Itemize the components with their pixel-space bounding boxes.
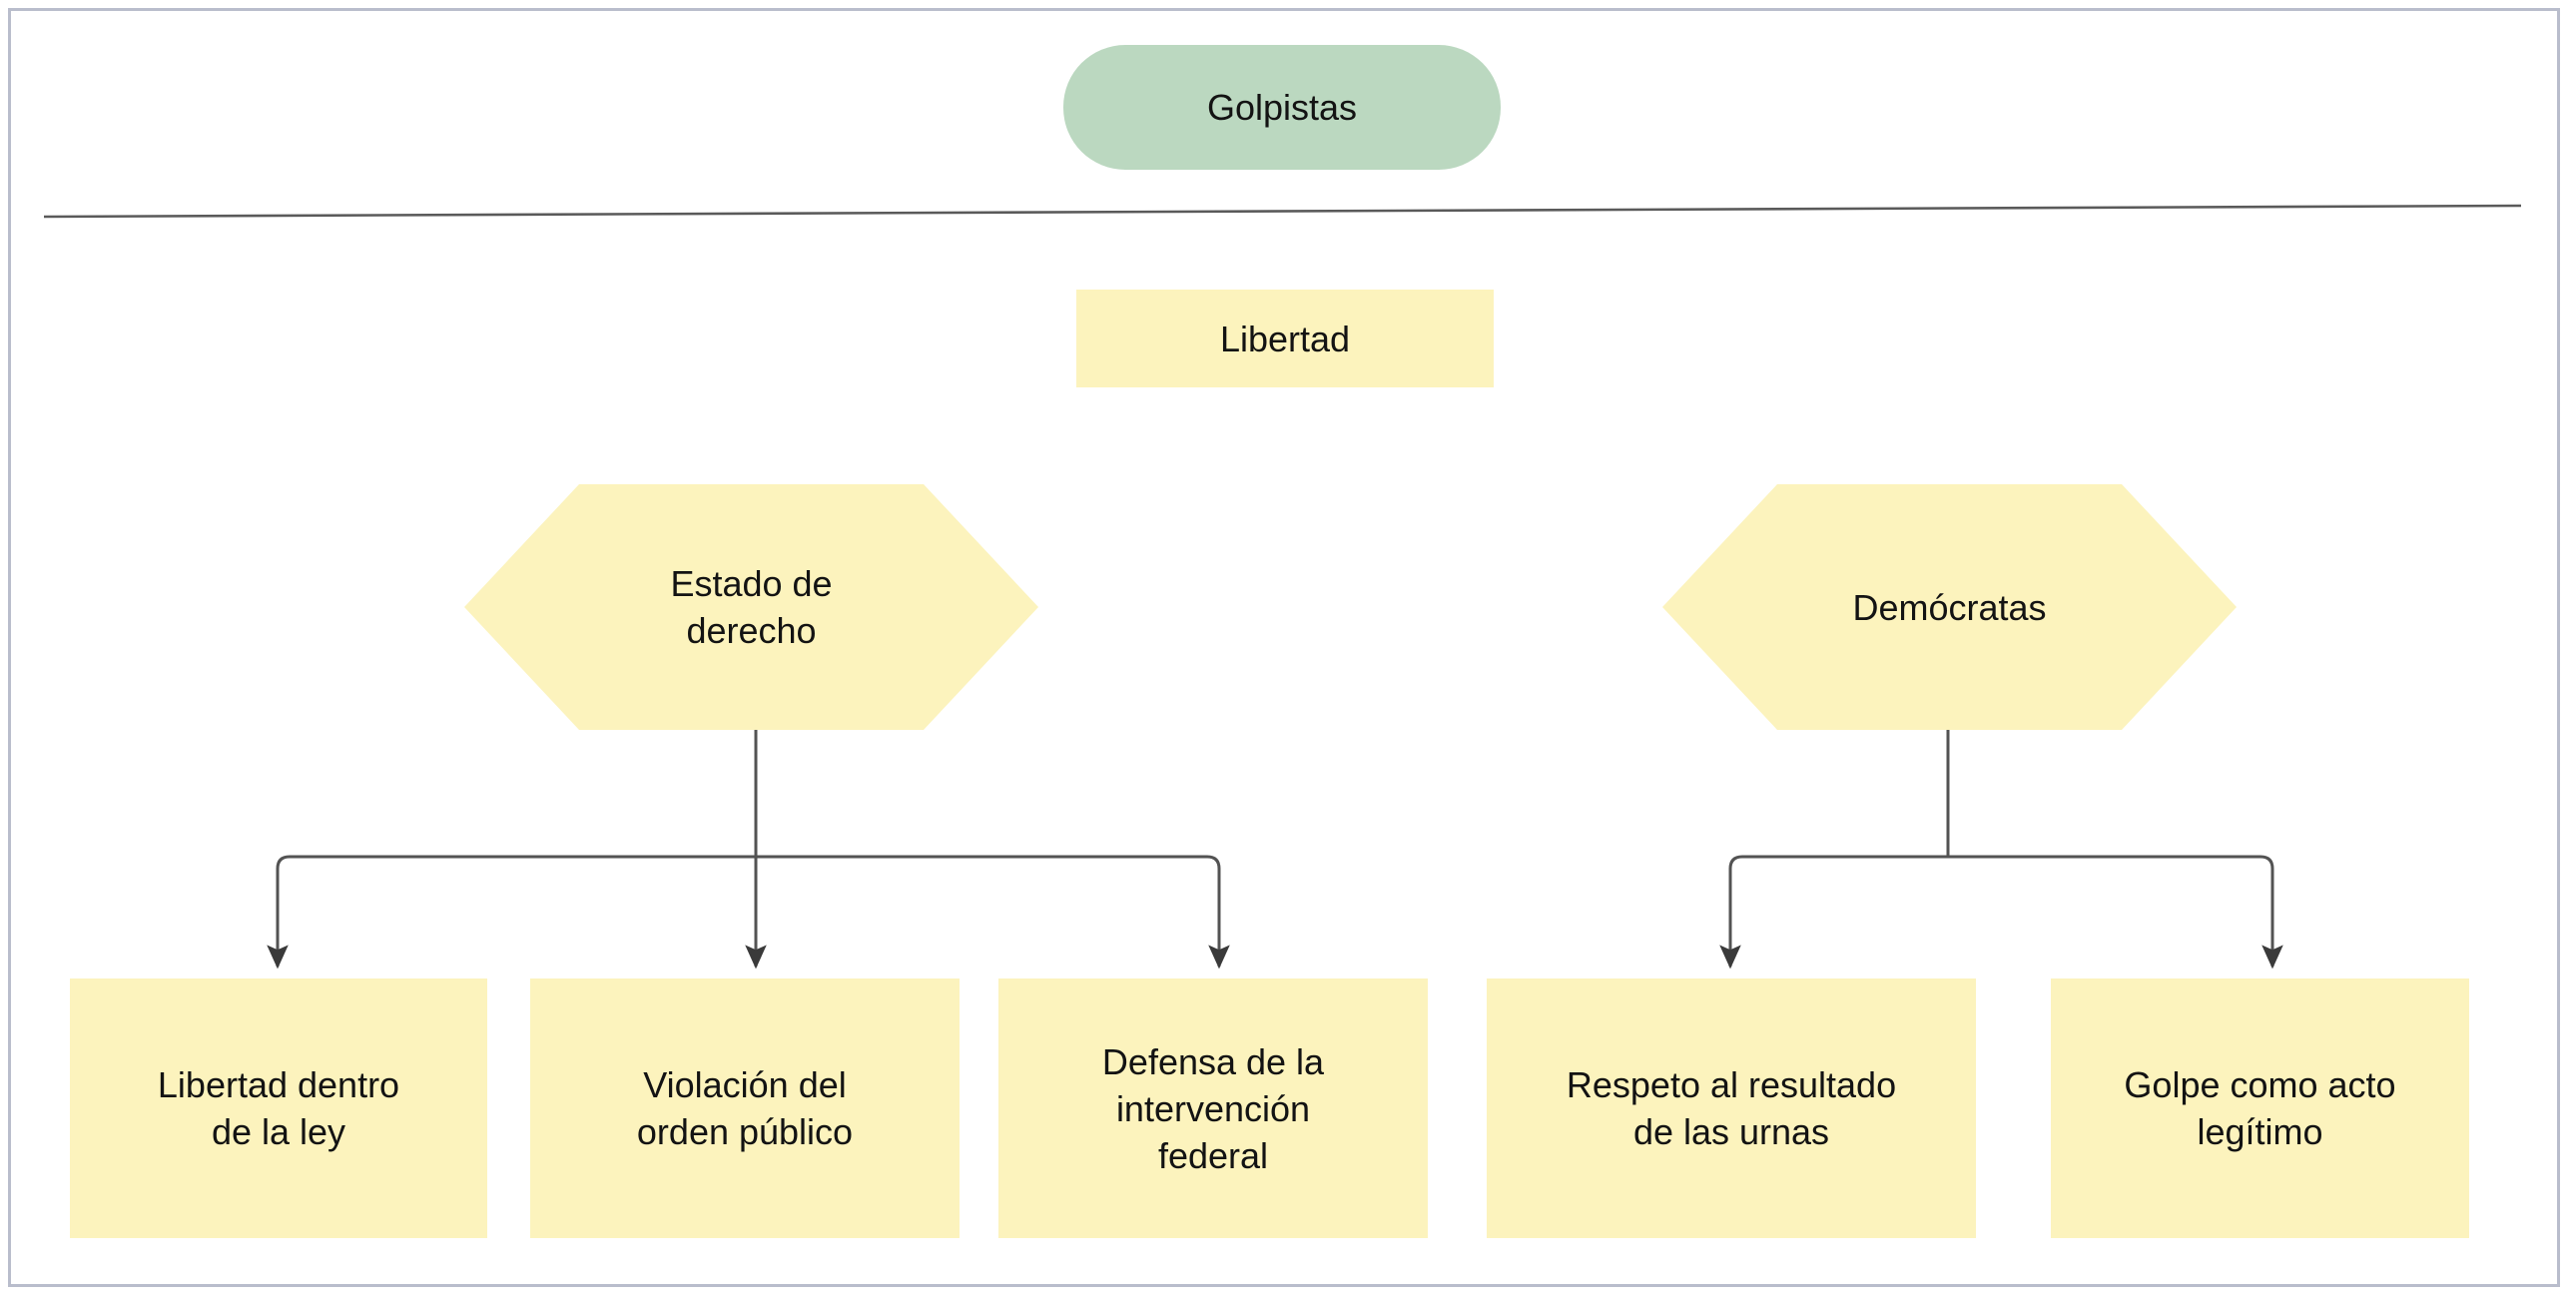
slide-frame-border — [8, 8, 2560, 1287]
node-violacion-del-orden-publico[interactable]: Violación del orden público — [530, 978, 960, 1238]
node-golpe-como-acto-legitimo[interactable]: Golpe como acto legítimo — [2051, 978, 2469, 1238]
node-libertad-label: Libertad — [1219, 318, 1351, 359]
node-respeto-al-resultado-de-las-urnas[interactable]: Respeto al resultado de las urnas — [1487, 978, 1976, 1238]
node-libertad[interactable]: Libertad — [1076, 290, 1494, 387]
node-democratas[interactable]: Demócratas — [1662, 484, 2237, 730]
node-libertad-dentro-de-la-ley-label: Libertad dentro de la ley — [157, 1064, 400, 1152]
node-respeto-al-resultado-de-las-urnas-label: Respeto al resultado de las urnas — [1566, 1064, 1897, 1152]
node-estado-de-derecho[interactable]: Estado de derecho — [464, 484, 1038, 730]
node-democratas-label: Demócratas — [1852, 586, 2047, 628]
node-golpistas-label: Golpistas — [1206, 87, 1358, 128]
node-golpistas[interactable]: Golpistas — [1063, 45, 1501, 170]
node-violacion-del-orden-publico-label: Violación del orden público — [636, 1064, 854, 1152]
node-defensa-de-la-intervencion-federal-label: Defensa de la intervención federal — [1101, 1040, 1325, 1176]
node-libertad-dentro-de-la-ley[interactable]: Libertad dentro de la ley — [70, 978, 487, 1238]
node-estado-de-derecho-label: Estado de derecho — [670, 563, 833, 651]
node-golpe-como-acto-legitimo-label: Golpe como acto legítimo — [2124, 1064, 2396, 1152]
node-defensa-de-la-intervencion-federal[interactable]: Defensa de la intervención federal — [998, 978, 1428, 1238]
